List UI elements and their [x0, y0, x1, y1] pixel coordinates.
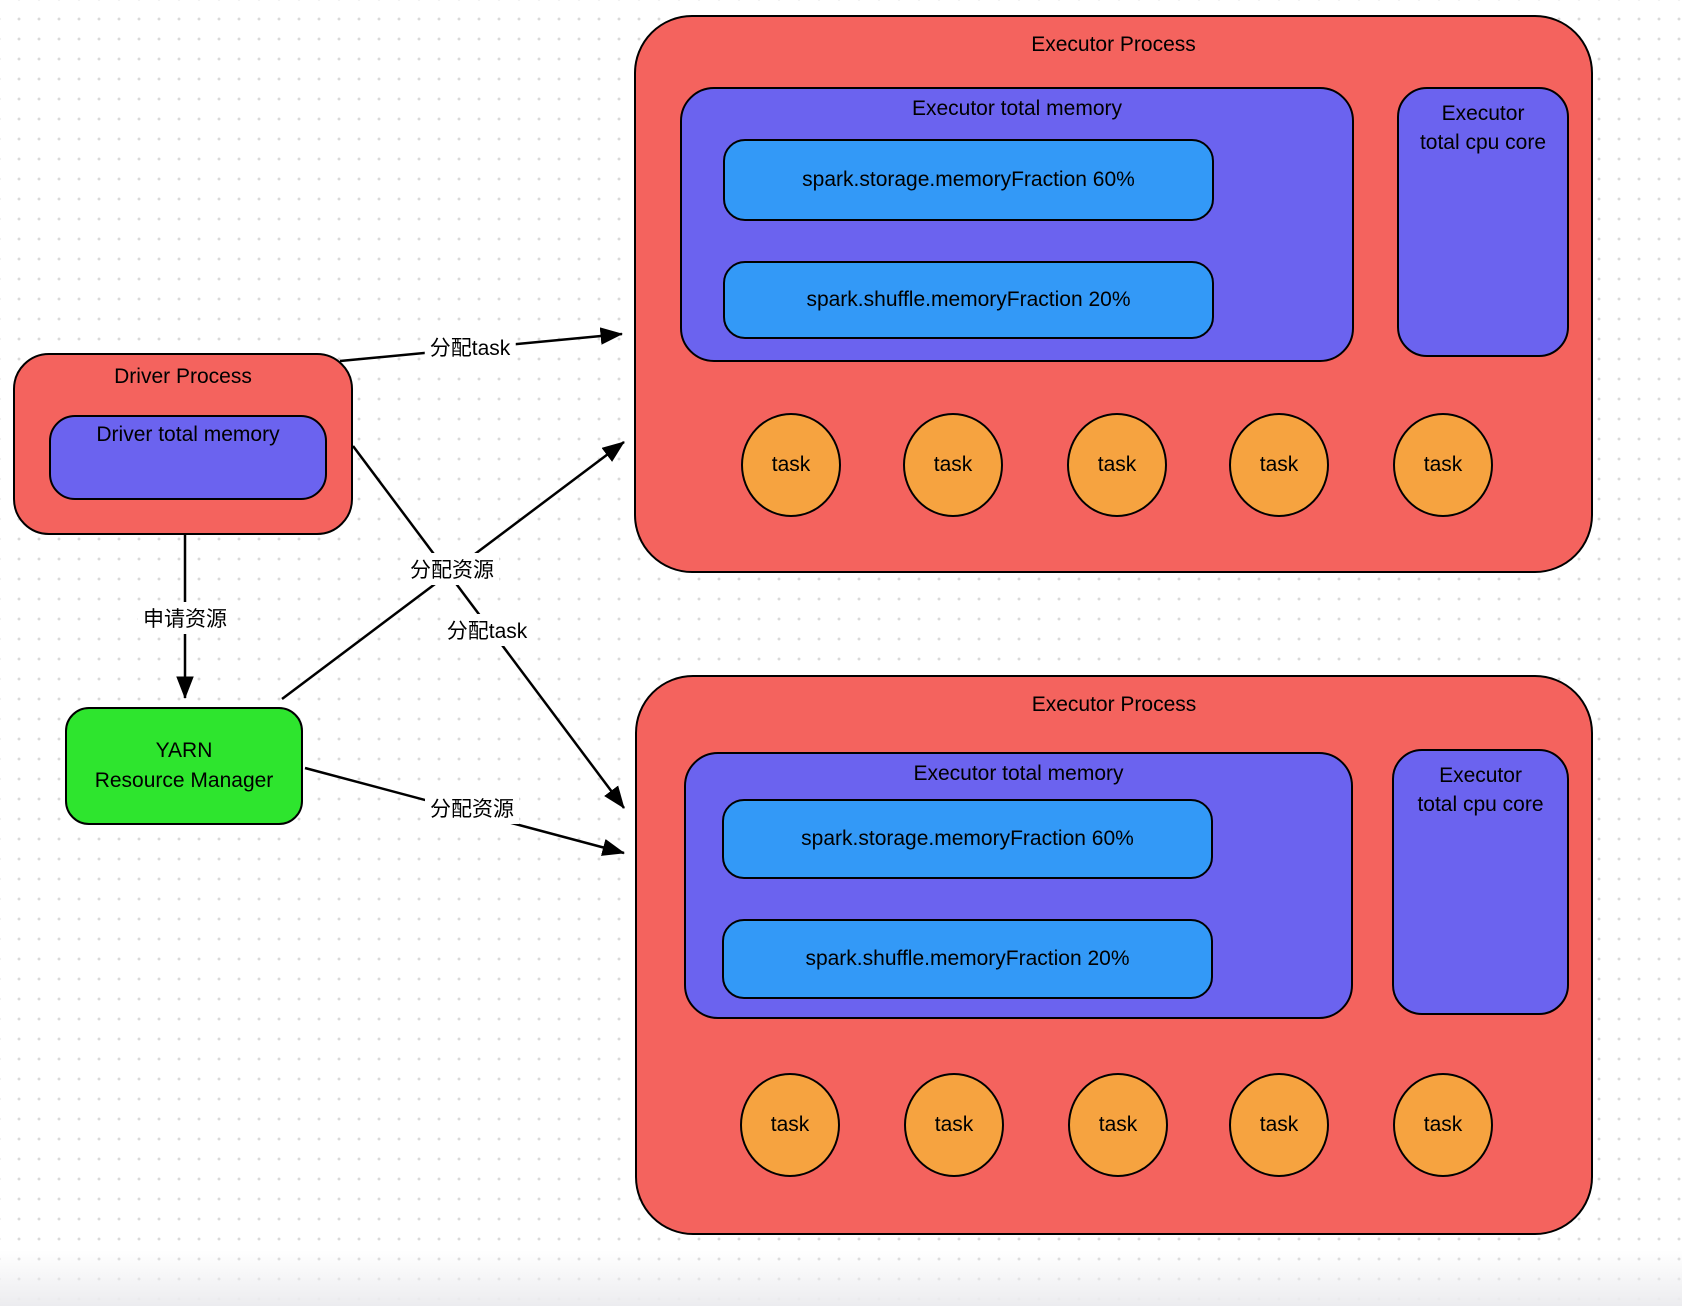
driver-title: Driver Process — [114, 365, 252, 388]
edge-label-assign-task-1[interactable]: 分配task — [424, 331, 516, 363]
executor-1-shuffle-fraction-label: spark.shuffle.memoryFraction 20% — [806, 288, 1131, 311]
edge-label-assign-resources-1[interactable]: 分配资源 — [405, 553, 499, 585]
task-label: task — [1259, 453, 1299, 476]
executor-2-storage-fraction-label: spark.storage.memoryFraction 60% — [801, 827, 1134, 850]
executor-1-task-1[interactable]: task — [741, 413, 841, 517]
executor-2-task-5[interactable]: task — [1393, 1073, 1493, 1177]
executor-2-total-memory[interactable]: Executor total memory spark.storage.memo… — [684, 752, 1353, 1019]
executor-2-storage-fraction[interactable]: spark.storage.memoryFraction 60% — [722, 799, 1213, 879]
executor-2-shuffle-fraction-label: spark.shuffle.memoryFraction 20% — [805, 947, 1130, 970]
executor-process-2[interactable]: Executor Process Executor total memory s… — [635, 675, 1593, 1235]
executor-1-shuffle-fraction[interactable]: spark.shuffle.memoryFraction 20% — [723, 261, 1214, 339]
task-label: task — [771, 453, 811, 476]
canvas-bottom-edge — [0, 1250, 1682, 1306]
executor-2-total-cpu-core[interactable]: Executor total cpu core — [1392, 749, 1569, 1015]
task-label: task — [933, 453, 973, 476]
executor-1-total-memory-title: Executor total memory — [911, 97, 1123, 120]
task-label: task — [1259, 1113, 1299, 1136]
executor-2-total-memory-title: Executor total memory — [913, 762, 1124, 785]
yarn-title-line1: YARN — [155, 738, 213, 762]
executor-2-cpu-title-line2: total cpu core — [1417, 793, 1544, 817]
executor-process-1[interactable]: Executor Process Executor total memory s… — [634, 15, 1593, 573]
executor-2-task-3[interactable]: task — [1068, 1073, 1168, 1177]
edge-label-request-resources[interactable]: 申请资源 — [138, 602, 232, 634]
executor-1-task-4[interactable]: task — [1229, 413, 1329, 517]
executor-2-shuffle-fraction[interactable]: spark.shuffle.memoryFraction 20% — [722, 919, 1213, 999]
executor-1-task-2[interactable]: task — [903, 413, 1003, 517]
task-label: task — [1423, 1113, 1463, 1136]
driver-total-memory[interactable]: Driver total memory — [49, 415, 327, 500]
driver-process[interactable]: Driver Process Driver total memory — [13, 353, 353, 535]
task-label: task — [1423, 453, 1463, 476]
yarn-title-line2: Resource Manager — [94, 769, 274, 792]
edge-label-assign-resources-2[interactable]: 分配资源 — [425, 792, 519, 824]
task-label: task — [1097, 453, 1137, 476]
executor-1-total-cpu-core[interactable]: Executor total cpu core — [1397, 87, 1569, 357]
executor-1-cpu-title-line2: total cpu core — [1419, 131, 1547, 155]
executor-1-task-5[interactable]: task — [1393, 413, 1493, 517]
executor-2-task-1[interactable]: task — [740, 1073, 840, 1177]
executor-1-cpu-title-line1: Executor — [1441, 102, 1525, 125]
driver-total-memory-title: Driver total memory — [96, 423, 280, 446]
executor-1-task-3[interactable]: task — [1067, 413, 1167, 517]
executor-1-total-memory[interactable]: Executor total memory spark.storage.memo… — [680, 87, 1354, 362]
task-label: task — [934, 1113, 974, 1136]
executor-1-storage-fraction[interactable]: spark.storage.memoryFraction 60% — [723, 139, 1214, 221]
yarn-resource-manager[interactable]: YARN Resource Manager — [65, 707, 303, 825]
executor-2-task-2[interactable]: task — [904, 1073, 1004, 1177]
executor-1-title: Executor Process — [1031, 33, 1196, 56]
executor-1-storage-fraction-label: spark.storage.memoryFraction 60% — [802, 168, 1135, 191]
executor-2-title: Executor Process — [1031, 693, 1197, 716]
executor-2-task-4[interactable]: task — [1229, 1073, 1329, 1177]
executor-2-cpu-title-line1: Executor — [1439, 764, 1522, 787]
task-label: task — [1098, 1113, 1138, 1136]
edge-label-assign-task-2[interactable]: 分配task — [441, 614, 533, 646]
task-label: task — [770, 1113, 810, 1136]
